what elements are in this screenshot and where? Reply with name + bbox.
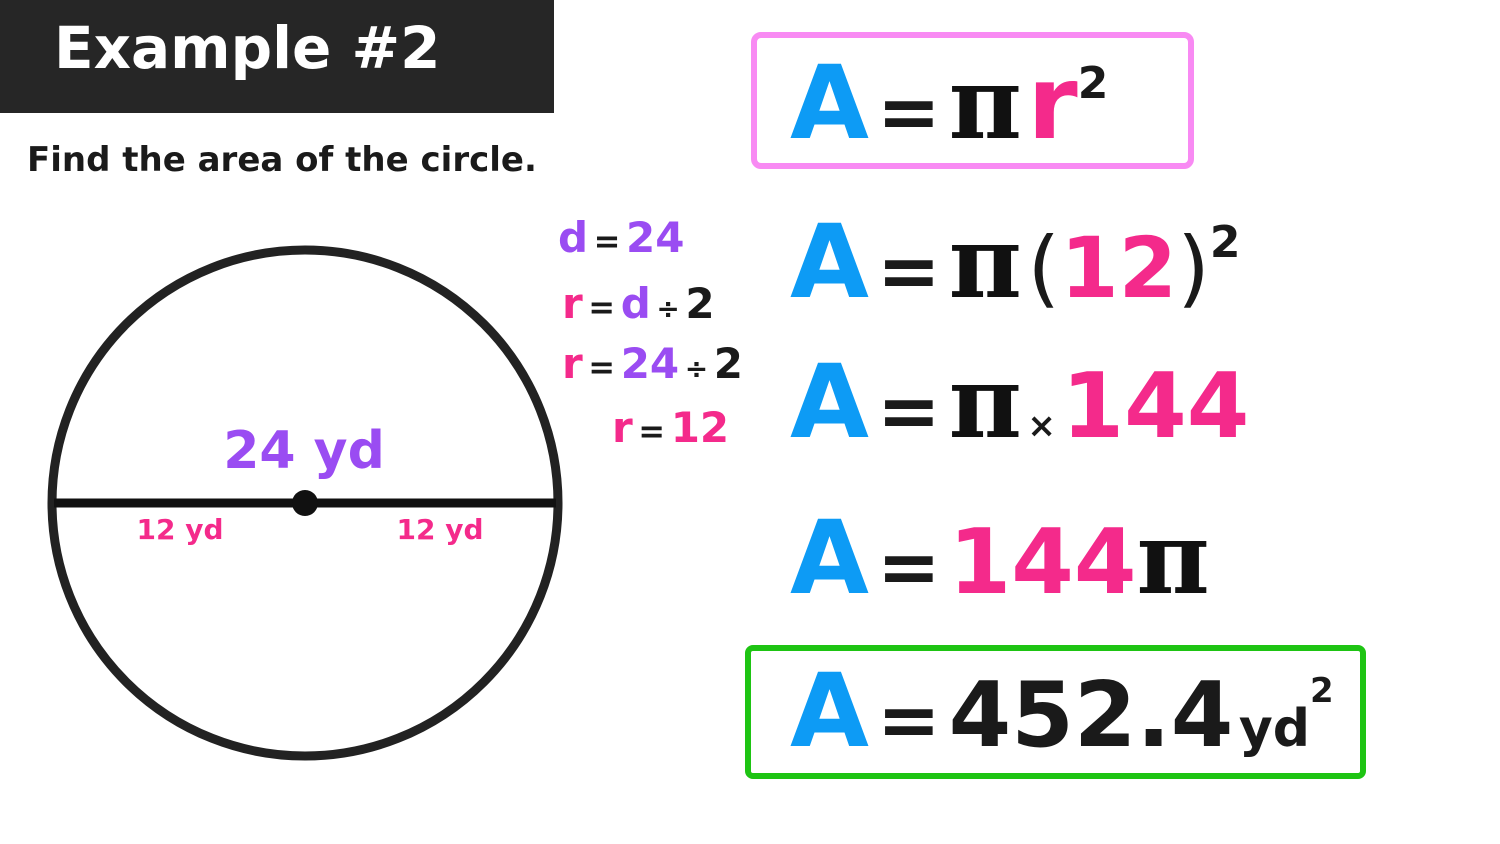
equation-formula-exp: 2: [1077, 58, 1109, 109]
equation-substitute-open: (: [1027, 219, 1061, 317]
equation-formula-a: A: [790, 44, 869, 163]
step-radius-result: r = 12: [612, 407, 729, 449]
step-r1-d: d: [620, 279, 651, 328]
circle-outline: [47, 245, 563, 761]
center-point: [292, 490, 318, 516]
equation-simplified-eq: =: [876, 522, 941, 611]
right-radius-label: 12 yd: [396, 513, 483, 546]
equation-answer-a: A: [790, 652, 869, 771]
step-r2-eq: =: [588, 348, 616, 386]
left-radius-label: 12 yd: [136, 513, 223, 546]
step-diameter: d = 24: [558, 217, 685, 259]
equation-formula-eq: =: [876, 67, 941, 156]
equation-multiply-times: ×: [1027, 406, 1056, 446]
equation-substitute-exp: 2: [1209, 217, 1241, 268]
step-r2-var: r: [562, 339, 583, 388]
pi-symbol-substitute: π: [948, 203, 1022, 321]
equation-answer-eq: =: [876, 675, 941, 764]
step-r2-two: 2: [713, 339, 743, 388]
equation-multiply-a: A: [790, 343, 869, 462]
equation-multiply-val: 144: [1061, 354, 1250, 459]
step-r3-val: 12: [670, 403, 730, 452]
step-radius-substitute: r = 24 ÷ 2: [562, 343, 743, 385]
equation-answer-val: 452.4: [948, 663, 1234, 768]
equation-simplified-val: 144: [948, 510, 1137, 615]
page-title: Example #2: [54, 14, 441, 82]
answer-box: [745, 645, 1366, 779]
equation-multiply: A=π × 144: [790, 352, 1249, 454]
step-d-eq: =: [593, 222, 621, 260]
equation-substitute-close: ): [1177, 219, 1210, 317]
pi-symbol-formula: π: [948, 44, 1022, 162]
step-radius-formula: r = d ÷ 2: [562, 283, 715, 325]
equation-answer: A=452.4 yd2: [790, 661, 1334, 763]
problem-prompt: Find the area of the circle.: [27, 140, 537, 180]
circle-diagram: 24 yd 12 yd 12 yd: [47, 245, 563, 761]
step-r3-eq: =: [638, 412, 666, 450]
equation-substitute-a: A: [790, 203, 869, 322]
equation-formula: A=π r2: [790, 53, 1108, 155]
equation-substitute-eq: =: [876, 226, 941, 315]
equation-simplified-a: A: [790, 499, 869, 618]
equation-simplified: A=144π: [790, 508, 1210, 610]
pi-symbol-multiply: π: [948, 343, 1022, 461]
equation-formula-r: r: [1027, 44, 1078, 163]
pi-symbol-simplified: π: [1136, 499, 1210, 617]
step-r1-two: 2: [685, 279, 715, 328]
step-r1-op: ÷: [656, 292, 680, 325]
step-r2-op: ÷: [684, 352, 709, 385]
equation-answer-unit: yd: [1238, 699, 1311, 759]
equation-substitute-val: 12: [1060, 219, 1178, 317]
step-d-var: d: [558, 213, 589, 262]
equation-substitute: A=π (12)2: [790, 212, 1241, 314]
step-r3-var: r: [612, 403, 633, 452]
formula-box: [751, 32, 1194, 169]
step-r1-eq: =: [588, 288, 616, 326]
step-r2-val: 24: [620, 339, 680, 388]
equation-multiply-eq: =: [876, 366, 941, 455]
diameter-label: 24 yd: [223, 421, 385, 481]
equation-answer-exp: 2: [1310, 671, 1334, 711]
step-d-val: 24: [626, 213, 685, 262]
step-r1-var: r: [562, 279, 583, 328]
title-banner: Example #2: [0, 0, 554, 113]
